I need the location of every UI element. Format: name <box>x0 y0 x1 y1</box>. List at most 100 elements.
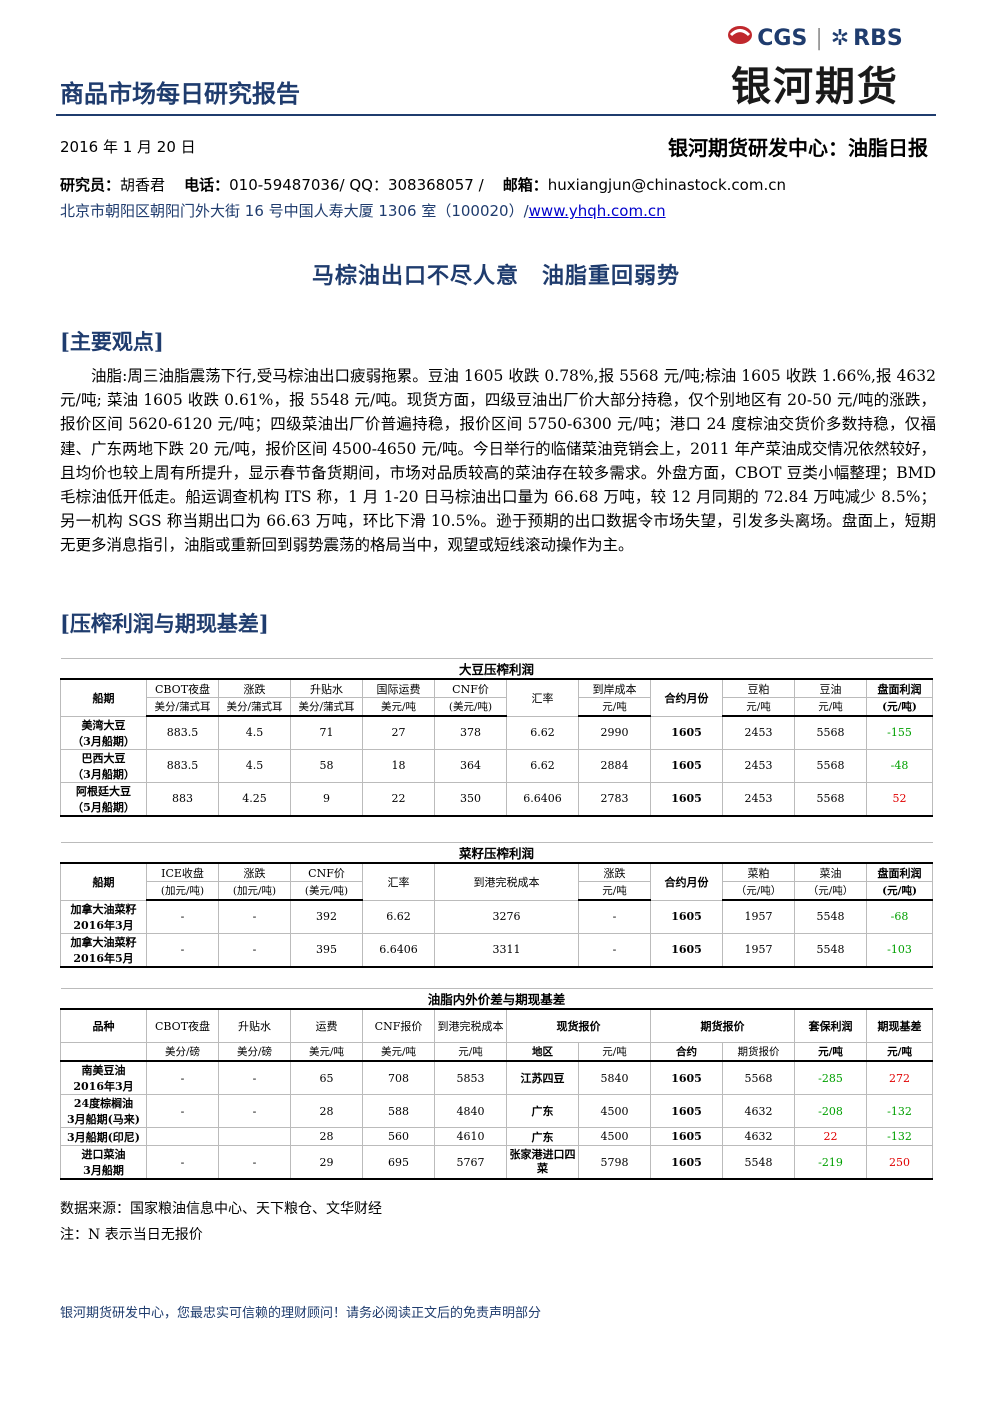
section-crush-basis: [压榨利润与期现基差] <box>60 611 269 636</box>
cell-duty-paid-cost: 3276 <box>434 899 579 934</box>
cell-basis: 250 <box>865 1145 934 1180</box>
cell-change-2: - <box>578 932 651 968</box>
report-date: 2016 年 1 月 20 日 <box>60 138 196 156</box>
cell-change: 4.5 <box>218 748 291 783</box>
cell-freight: 28 <box>290 1094 363 1128</box>
cell-contract-month: 1605 <box>650 932 723 968</box>
col-cbot: CBOT夜盘 <box>146 678 219 698</box>
cell-cbot: - <box>146 1094 219 1128</box>
unit-change: 美分/蒲式耳 <box>218 697 291 717</box>
cell-spot: 4500 <box>578 1094 651 1128</box>
unit-cnf: 美元/吨 <box>362 1042 435 1062</box>
cell-cbot: - <box>146 1060 219 1095</box>
unit-profit: (元/吨) <box>865 881 934 901</box>
soy-crush-table: 大豆压榨利润 船期 CBOT夜盘 涨跌 升贴水 国际运费 CNF价 汇率 到岸成… <box>60 658 934 817</box>
table-row: 阿根廷大豆（5月船期） 883 4.25 9 22 350 6.6406 278… <box>60 781 934 817</box>
cell-spot: 5798 <box>578 1145 651 1180</box>
cell-duty-paid-cost: 3311 <box>434 932 579 968</box>
cell-futures: 4632 <box>722 1094 795 1128</box>
cell-cnf: 708 <box>362 1060 435 1095</box>
col-futures-price: 期货报价 <box>650 1008 795 1043</box>
body-paragraph: 油脂:周三油脂震荡下行,受马棕油出口疲弱拖累。豆油 1605 收跌 0.78%,… <box>60 367 936 555</box>
col-contract-month: 合约月份 <box>650 678 723 717</box>
cell-premium: 9 <box>290 781 363 817</box>
cgs-swirl-icon <box>727 24 753 52</box>
col-soymeal: 豆粕 <box>722 678 795 698</box>
logo-cn-text: 银河期货 <box>731 64 899 110</box>
cell-cnf: 560 <box>362 1127 435 1146</box>
researcher-name: 胡香君 <box>120 176 166 194</box>
col-basis: 期现基差 <box>865 1008 934 1043</box>
website-link[interactable]: www.yhqh.com.cn <box>528 202 666 220</box>
col-change-2: 涨跌 <box>578 862 651 882</box>
rape-table-caption: 菜籽压榨利润 <box>60 842 933 864</box>
unit-cbot: 美分/蒲式耳 <box>146 697 219 717</box>
address-line: 北京市朝阳区朝阳门外大街 16 号中国人寿大厦 1306 室（100020）/w… <box>60 200 666 221</box>
col-spot-price: 现货报价 <box>506 1008 651 1043</box>
cell-futures: 5548 <box>722 1145 795 1180</box>
unit-basis: 元/吨 <box>865 1042 934 1062</box>
col-ship: 船期 <box>60 678 147 717</box>
email-value[interactable]: huxiangjun@chinastock.com.cn <box>547 176 786 194</box>
col-cnf: CNF报价 <box>362 1008 435 1043</box>
cell-spot: 5840 <box>578 1060 651 1095</box>
cell-premium: - <box>218 1094 291 1128</box>
cell-futures: 4632 <box>722 1127 795 1146</box>
center-title: 银河期货研发中心：油脂日报 <box>668 136 928 160</box>
col-futures-quote: 期货报价 <box>722 1042 795 1062</box>
row-name: 3月船期(印尼) <box>60 1127 147 1146</box>
col-fx: 汇率 <box>362 862 435 901</box>
cell-contract: 1605 <box>650 1094 723 1128</box>
cell-premium: 71 <box>290 715 363 750</box>
cell-change: - <box>218 932 291 968</box>
unit-premium: 美分/磅 <box>218 1042 291 1062</box>
cell-fx: 6.62 <box>506 748 579 783</box>
email-label: 邮箱： <box>502 176 548 194</box>
cell-rapemeal: 1957 <box>722 899 795 934</box>
col-change: 涨跌 <box>218 862 291 882</box>
cell-ice: - <box>146 932 219 968</box>
cell-fx: 6.6406 <box>362 932 435 968</box>
row-name: 美湾大豆 <box>81 718 126 732</box>
cell-contract: 1605 <box>650 1127 723 1146</box>
col-contract-month: 合约月份 <box>650 862 723 901</box>
unit-duty-paid-cost: 元/吨 <box>434 1042 507 1062</box>
col-profit: 盘面利润 <box>865 678 934 698</box>
col-premium: 升贴水 <box>290 678 363 698</box>
col-profit: 盘面利润 <box>865 862 934 882</box>
logo-cgs-text: CGS <box>757 25 808 51</box>
cell-premium: - <box>218 1145 291 1180</box>
section-main-views: [主要观点] <box>60 329 164 354</box>
cell-cnf: 392 <box>290 899 363 934</box>
cell-freight: 27 <box>362 715 435 750</box>
col-fx: 汇率 <box>506 678 579 717</box>
cell-hedge: -208 <box>794 1094 867 1128</box>
col-duty-paid-cost: 到港完税成本 <box>434 1008 507 1043</box>
cell-freight: 18 <box>362 748 435 783</box>
address-text: 北京市朝阳区朝阳门外大街 16 号中国人寿大厦 1306 室（100020）/ <box>60 202 529 220</box>
row-ship: （5月船期） <box>72 800 135 814</box>
col-ice: ICE收盘 <box>146 862 219 882</box>
cell-cbot: 883.5 <box>146 715 219 750</box>
page-footer: 银河期货研发中心，您最忠实可信赖的理财顾问！请务必阅读正文后的免责声明部分 <box>60 1306 542 1321</box>
cell-contract-month: 1605 <box>650 748 723 783</box>
cell-change: - <box>218 899 291 934</box>
row-ship: （3月船期） <box>72 767 135 781</box>
col-hedge-profit: 套保利润 <box>794 1008 867 1043</box>
cell-profit: -48 <box>865 748 934 783</box>
table-note: 注：N 表示当日无报价 <box>60 1227 203 1243</box>
cell-landed-cost: 2884 <box>578 748 651 783</box>
col-cnf: CNF价 <box>290 862 363 882</box>
cell-spot: 4500 <box>578 1127 651 1146</box>
cell-fx: 6.62 <box>362 899 435 934</box>
cell-premium <box>218 1127 291 1146</box>
unit-premium: 美分/蒲式耳 <box>290 697 363 717</box>
cell-cnf: 695 <box>362 1145 435 1180</box>
cell-soymeal: 2453 <box>722 781 795 817</box>
cell-premium: - <box>218 1060 291 1095</box>
cell-soymeal: 2453 <box>722 715 795 750</box>
row-ship: 2016年3月 <box>73 918 134 932</box>
